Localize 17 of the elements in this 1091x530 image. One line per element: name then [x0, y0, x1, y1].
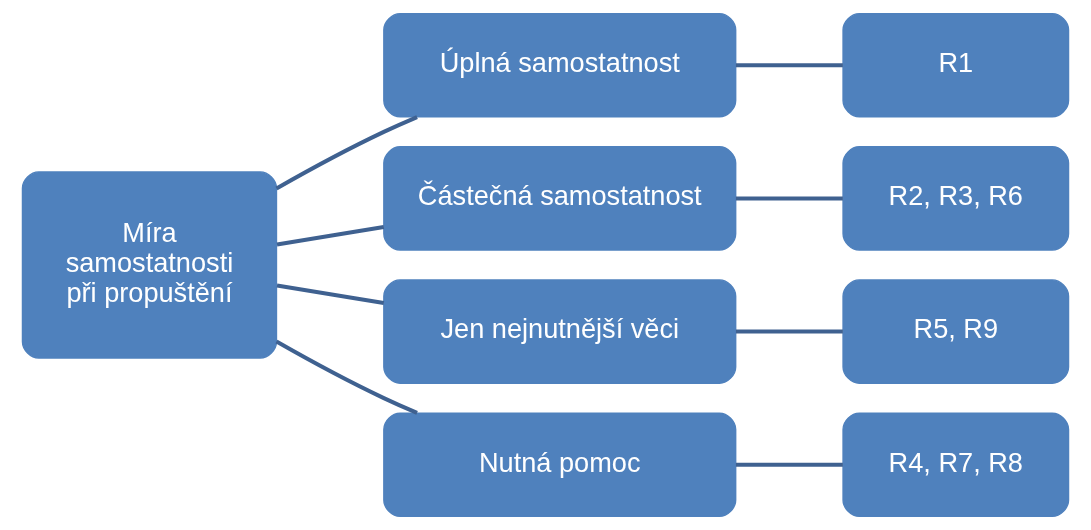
node-box: R5, R9 — [842, 279, 1070, 384]
connector — [735, 63, 843, 68]
connector — [735, 462, 843, 467]
connector — [275, 115, 418, 191]
node-box: Úplná samostatnost — [383, 13, 737, 118]
node-box: Částečná samostatnost — [383, 146, 737, 251]
connector — [276, 224, 385, 247]
node-box: R1 — [842, 13, 1070, 118]
connector — [735, 329, 843, 334]
connector — [275, 339, 418, 415]
node-box: Jen nejnutnější věci — [383, 279, 737, 384]
connector — [735, 196, 843, 201]
node-box: Míra samostatnosti při propuštění — [21, 171, 278, 359]
connector — [276, 283, 385, 306]
node-box: R4, R7, R8 — [842, 412, 1070, 517]
node-box: R2, R3, R6 — [842, 146, 1070, 251]
node-box: Nutná pomoc — [383, 412, 737, 517]
